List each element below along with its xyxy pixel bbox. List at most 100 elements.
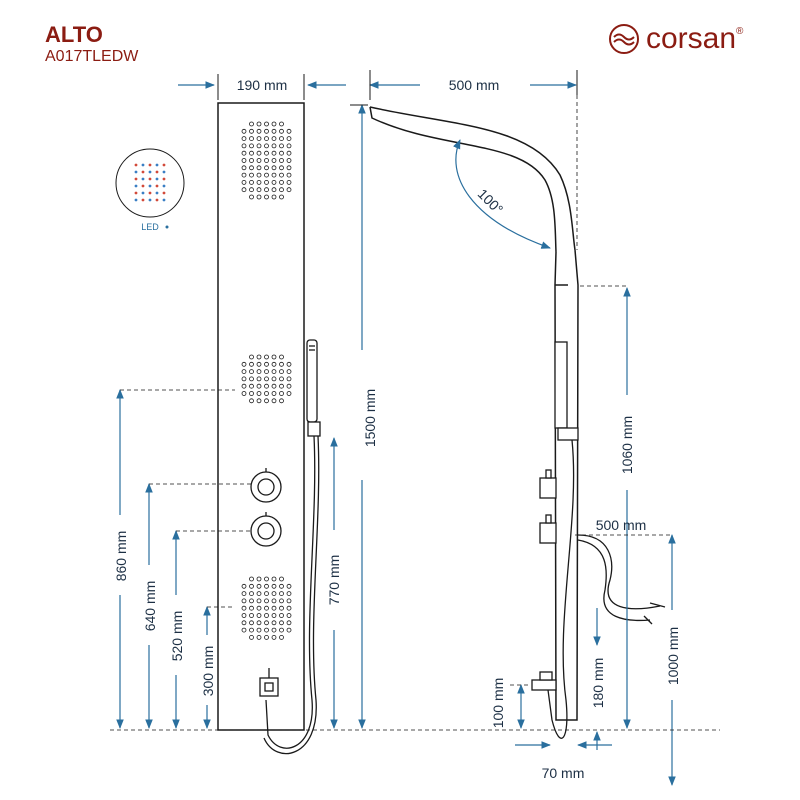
jet-nozzle bbox=[249, 361, 254, 367]
jet-nozzle bbox=[271, 635, 277, 640]
led-nozzle bbox=[155, 191, 159, 195]
jet-nozzle bbox=[249, 150, 254, 156]
jet-nozzle bbox=[271, 187, 277, 193]
jet-nozzle bbox=[241, 613, 247, 618]
jet-nozzle bbox=[264, 165, 269, 171]
jet-nozzle bbox=[256, 128, 262, 134]
jet-nozzle bbox=[256, 136, 262, 142]
jet-nozzle bbox=[264, 194, 269, 200]
jet-nozzle bbox=[249, 128, 254, 134]
jet-nozzle bbox=[271, 369, 277, 375]
product-model: A017TLEDW bbox=[45, 48, 139, 65]
jet-nozzle bbox=[286, 391, 292, 396]
depth-label: 70 mm bbox=[542, 765, 585, 781]
jet-nozzle bbox=[264, 398, 269, 404]
jet-nozzle bbox=[279, 391, 284, 396]
led-nozzle bbox=[155, 163, 159, 167]
jet-nozzle bbox=[271, 620, 277, 626]
led-nozzle bbox=[134, 184, 138, 188]
spout-height-label: 100 mm bbox=[490, 678, 506, 729]
jet-nozzle bbox=[241, 583, 247, 589]
jet-nozzle bbox=[264, 136, 269, 142]
led-nozzle bbox=[134, 191, 138, 195]
jet-nozzle bbox=[286, 172, 292, 178]
hand-shower-front bbox=[263, 339, 321, 755]
jet-nozzle bbox=[279, 179, 284, 185]
jet-nozzle bbox=[286, 369, 292, 375]
jet-nozzle bbox=[271, 605, 277, 611]
jet-nozzle bbox=[249, 613, 254, 618]
jet-nozzle bbox=[264, 158, 269, 163]
jet-nozzle bbox=[256, 391, 262, 396]
jet-nozzle bbox=[264, 128, 269, 134]
jet-nozzle bbox=[264, 627, 269, 633]
jet-nozzle bbox=[249, 376, 254, 382]
middle-jets-grid bbox=[241, 354, 292, 404]
jet-nozzle bbox=[286, 158, 292, 163]
jet-nozzle bbox=[241, 369, 247, 375]
jet-nozzle bbox=[271, 398, 277, 404]
jet-nozzle bbox=[256, 620, 262, 626]
led-label: LED bbox=[141, 222, 159, 232]
jet-nozzle bbox=[256, 150, 262, 156]
jet-nozzle bbox=[279, 187, 284, 193]
jet-nozzle bbox=[271, 376, 277, 382]
jet-nozzle bbox=[279, 150, 284, 156]
brand-name: corsan bbox=[646, 22, 737, 55]
jet-nozzle bbox=[249, 179, 254, 185]
jet-nozzle bbox=[286, 591, 292, 596]
jet-nozzle bbox=[249, 383, 254, 389]
thermostat-height-label: 640 mm bbox=[142, 581, 158, 632]
jet-nozzle bbox=[241, 172, 247, 178]
jet-nozzle bbox=[241, 605, 247, 611]
jet-nozzle bbox=[279, 194, 284, 200]
jet-nozzle bbox=[241, 128, 247, 134]
jet-nozzle bbox=[271, 613, 277, 618]
jet-nozzle bbox=[264, 576, 269, 582]
side-valves bbox=[531, 469, 557, 691]
jet-nozzle bbox=[256, 187, 262, 193]
side-panel bbox=[369, 106, 579, 721]
jet-nozzle bbox=[264, 143, 269, 149]
total-height-label: 1500 mm bbox=[362, 389, 378, 447]
jet-nozzle bbox=[271, 128, 277, 134]
jet-nozzle bbox=[264, 583, 269, 589]
jet-nozzle bbox=[286, 376, 292, 382]
jet-nozzle bbox=[271, 361, 277, 367]
jet-nozzle bbox=[279, 576, 284, 582]
jet-nozzle bbox=[256, 121, 262, 127]
jet-nozzle bbox=[286, 165, 292, 171]
jet-nozzle bbox=[279, 398, 284, 404]
jet-nozzle bbox=[279, 158, 284, 163]
jet-nozzle bbox=[256, 361, 262, 367]
jet-nozzle bbox=[264, 383, 269, 389]
hose-length-label: 500 mm bbox=[596, 517, 647, 533]
jet-nozzle bbox=[256, 591, 262, 596]
jet-nozzle bbox=[249, 398, 254, 404]
jet-nozzle bbox=[286, 136, 292, 142]
led-jet-detail: LED bbox=[115, 148, 185, 232]
dimension-lines bbox=[116, 81, 676, 786]
jet-nozzle bbox=[264, 635, 269, 640]
jet-nozzle bbox=[264, 620, 269, 626]
jet-nozzle bbox=[256, 194, 262, 200]
bottom-jets-grid bbox=[241, 576, 292, 640]
jet-nozzle bbox=[256, 635, 262, 640]
registered-mark: ® bbox=[736, 26, 744, 37]
jet-nozzle bbox=[271, 121, 277, 127]
jet-nozzle bbox=[264, 354, 269, 360]
jet-nozzle bbox=[279, 583, 284, 589]
jet-nozzle bbox=[256, 576, 262, 582]
jet-nozzle bbox=[286, 187, 292, 193]
jet-nozzle bbox=[271, 354, 277, 360]
jet-nozzle bbox=[279, 369, 284, 375]
jet-nozzle bbox=[241, 136, 247, 142]
bottom-tap-front bbox=[259, 668, 279, 697]
jet-nozzle bbox=[271, 150, 277, 156]
led-nozzle bbox=[134, 198, 138, 202]
thermostat-knob bbox=[250, 468, 282, 503]
jet-nozzle bbox=[241, 158, 247, 163]
jet-nozzle bbox=[264, 361, 269, 367]
top-jets-height-label: 860 mm bbox=[113, 531, 129, 582]
led-nozzle bbox=[148, 163, 152, 167]
